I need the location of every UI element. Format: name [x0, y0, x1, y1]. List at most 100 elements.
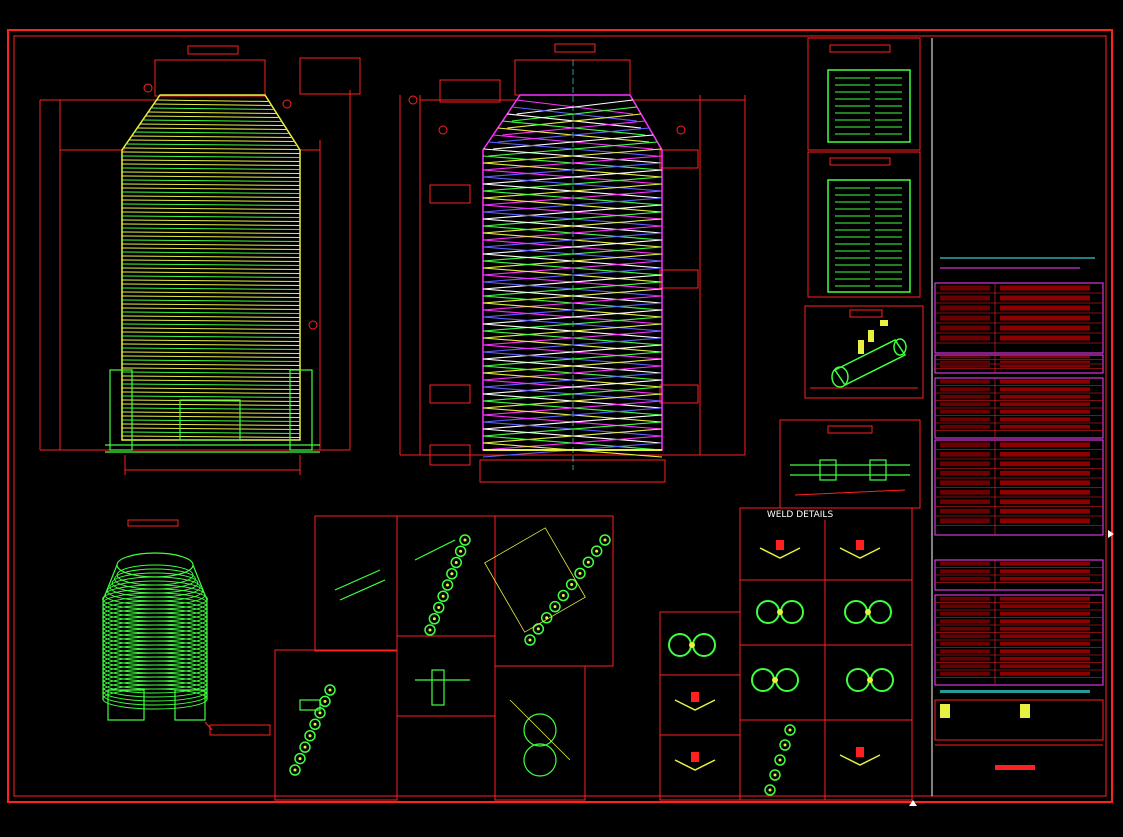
weld-ring	[540, 612, 553, 624]
coil-band	[121, 303, 301, 306]
weld-ring	[294, 752, 306, 765]
table-cell	[1000, 325, 1090, 331]
coil-band	[121, 275, 301, 278]
iso-coil-ring	[102, 680, 208, 702]
coil-band	[121, 239, 301, 242]
coil-strand	[482, 407, 663, 423]
coil-band	[121, 287, 301, 290]
coil-band	[121, 187, 301, 190]
coil-band	[121, 335, 301, 338]
coil-strand	[482, 232, 663, 248]
weld-point-icon	[777, 609, 783, 615]
coil-strand	[516, 99, 633, 115]
table-cell	[1000, 664, 1090, 669]
coil-strand	[511, 106, 638, 122]
weld-joint-icon	[839, 754, 881, 766]
title-block	[931, 38, 1104, 796]
weld-tube-icon	[780, 600, 804, 624]
coil-strand	[482, 372, 663, 388]
weld-ring	[424, 624, 436, 636]
weld-point-icon	[865, 609, 871, 615]
coil-band	[121, 191, 301, 194]
coil-strand	[497, 127, 650, 143]
table-cell	[940, 626, 990, 631]
table-cell	[940, 365, 990, 368]
weld-ring-core	[773, 773, 777, 777]
coil-band	[121, 219, 301, 222]
table-cell	[1000, 402, 1090, 407]
coil-band	[121, 195, 301, 198]
weld-ring	[549, 600, 561, 613]
coil-band	[121, 155, 301, 158]
coil-band	[121, 183, 301, 186]
coil-band	[142, 119, 281, 122]
weld-ring	[437, 590, 449, 602]
coil-band	[121, 359, 301, 362]
coil-band	[137, 127, 287, 130]
weld-ring-core	[586, 560, 590, 564]
iso-coil-ring	[102, 628, 208, 650]
weld-ring-core	[454, 561, 458, 564]
weld-tube-icon	[751, 668, 775, 692]
weld-joint-icon	[839, 547, 881, 559]
weld-ring-core	[450, 572, 454, 576]
weld-ring	[428, 613, 441, 625]
coil-strand	[482, 155, 663, 171]
weld-ring-core	[298, 757, 302, 761]
coil-band	[121, 315, 301, 318]
coil-strand	[482, 344, 663, 360]
table-cell	[1000, 656, 1090, 661]
coil-strand	[482, 337, 663, 353]
weld-ring-core	[328, 688, 332, 692]
coil-band	[156, 99, 269, 102]
weld-ring-core	[595, 549, 599, 553]
table-cell	[940, 424, 990, 429]
coil-band	[121, 279, 301, 282]
weld-joint-icon	[674, 759, 716, 771]
weld-ring-core	[578, 571, 582, 575]
coil-strand	[482, 190, 663, 206]
table-cell	[940, 634, 990, 639]
weld-ring	[784, 724, 796, 736]
weld-ring-core	[446, 583, 449, 587]
table-cell	[940, 561, 990, 566]
coil-band	[121, 343, 301, 346]
coil-band	[121, 431, 301, 434]
nozzle-detail	[804, 305, 924, 399]
coil-band	[121, 171, 301, 174]
weld-joint-icon	[759, 547, 801, 559]
table-cell	[940, 409, 990, 414]
table-cell	[940, 664, 990, 669]
coil-band	[121, 331, 301, 334]
table-cell	[1000, 470, 1090, 476]
table-cell	[940, 379, 990, 384]
iso-coil-ring	[102, 648, 208, 670]
table-cell	[940, 596, 990, 601]
table-cell	[1000, 285, 1090, 291]
coil-strand	[482, 421, 663, 437]
coil-strand	[482, 379, 663, 395]
coil-strand	[482, 246, 663, 262]
coil-band	[121, 227, 301, 230]
weld-tube-icon	[756, 600, 780, 624]
coil-band	[121, 299, 301, 302]
table-cell	[940, 402, 990, 407]
table-cell	[1000, 315, 1090, 321]
table-cell	[1000, 489, 1090, 495]
coil-band	[121, 339, 301, 342]
coil-band	[121, 391, 301, 394]
coil-band	[121, 427, 301, 430]
coil-band	[139, 123, 284, 126]
table-cell	[940, 417, 990, 422]
north-marker-icon	[909, 800, 917, 806]
coil-band	[121, 163, 301, 166]
weld-tube-icon	[844, 600, 868, 624]
coil-band	[121, 387, 301, 390]
table-cell	[940, 394, 990, 399]
coil-band	[121, 411, 301, 414]
weld-ring-core	[788, 728, 792, 732]
weld-bead-icon	[776, 540, 784, 550]
table-cell	[1000, 611, 1090, 616]
weld-ring-core	[528, 638, 532, 642]
coil-strand	[482, 211, 663, 227]
